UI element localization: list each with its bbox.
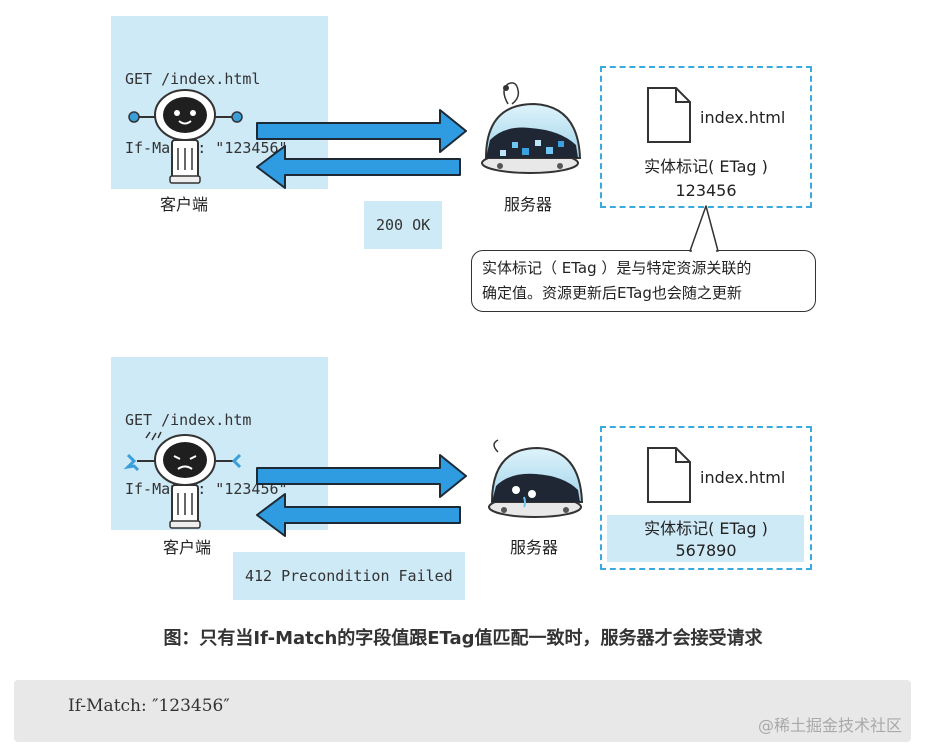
- bubble-line: 确定值。资源更新后ETag也会随之更新: [482, 284, 742, 302]
- arrow-left-icon: [256, 145, 461, 189]
- server-label: 服务器: [510, 538, 559, 557]
- code-text: If-Match: ″123456″: [68, 696, 230, 716]
- request-box-1: GET /index.html If-Match: "123456": [111, 16, 328, 189]
- etag-value: 123456: [675, 181, 737, 200]
- client-label: 客户端: [163, 538, 212, 557]
- robot-client-icon: [123, 431, 242, 529]
- arrow-left-icon: [256, 493, 461, 537]
- robot-server-icon: [488, 439, 584, 518]
- client-label: 客户端: [160, 195, 209, 214]
- response-box-2: 412 Precondition Failed: [233, 552, 465, 600]
- request-box-2: GET /index.htm If-Match: "123456": [111, 357, 328, 530]
- robot-client-icon: [128, 89, 243, 184]
- resource-panel-2: [600, 426, 812, 570]
- etag-label: 实体标记( ETag ): [644, 519, 768, 538]
- code-block: [14, 680, 911, 742]
- file-name: index.html: [700, 468, 786, 487]
- file-name: index.html: [700, 108, 786, 127]
- etag-highlight: [607, 515, 804, 562]
- etag-label: 实体标记( ETag ): [644, 157, 768, 176]
- document-icon: [647, 87, 691, 143]
- arrow-right-icon: [256, 109, 467, 153]
- etag-explanation-bubble: 实体标记（ ETag ）是与特定资源关联的 确定值。资源更新后ETag也会随之更…: [471, 250, 816, 312]
- bubble-pointer: [689, 205, 719, 253]
- etag-value: 567890: [675, 541, 737, 560]
- figure-caption: 图：只有当If-Match的字段值跟ETag值匹配一致时，服务器才会接受请求: [163, 628, 763, 649]
- document-icon: [647, 447, 691, 503]
- response-box-1: 200 OK: [364, 201, 443, 249]
- arrow-right-icon: [256, 454, 467, 498]
- server-label: 服务器: [504, 195, 553, 214]
- robot-server-icon: [481, 82, 582, 174]
- bubble-line: 实体标记（ ETag ）是与特定资源关联的: [482, 259, 752, 277]
- request-line: GET /index.html: [125, 70, 261, 88]
- request-line: GET /index.htm: [125, 411, 252, 429]
- watermark: @稀土掘金技术社区: [757, 716, 902, 735]
